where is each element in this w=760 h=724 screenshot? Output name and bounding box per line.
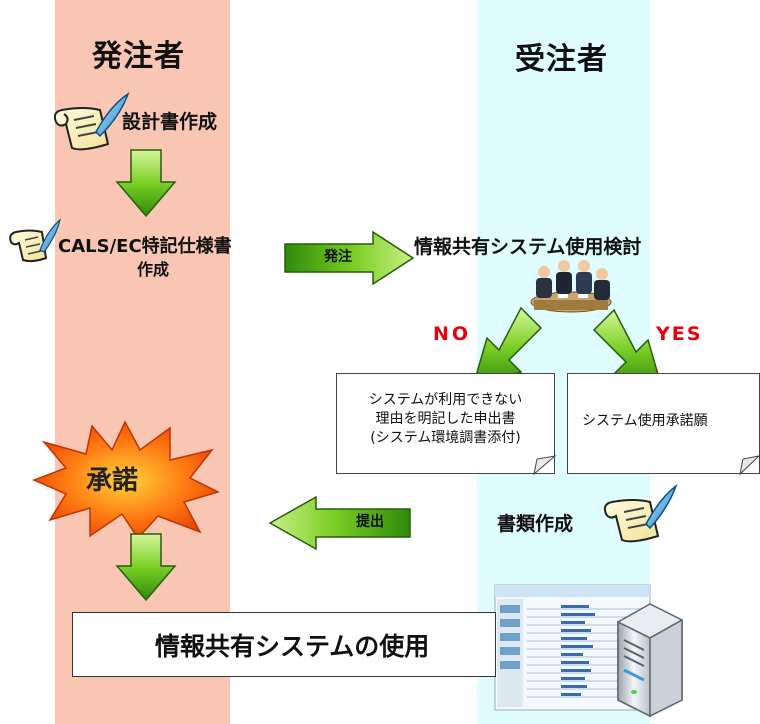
scroll-quill-icon [603, 483, 678, 543]
no-box-line2: 理由を明記した申出書 [375, 411, 516, 427]
client-lane-title: 発注者 [92, 39, 185, 74]
scroll-quill-icon [9, 218, 62, 263]
system-study-label: 情報共有システム使用検討 [414, 236, 642, 258]
down-arrow-1 [115, 149, 177, 218]
cals-spec-label-line2: 作成 [137, 260, 170, 279]
yes-label: YES [656, 323, 703, 345]
server-icon [617, 603, 683, 718]
order-arrow [284, 230, 415, 286]
yes-document-box: システム使用承諾願 [567, 373, 760, 474]
approval-label: 承諾 [86, 466, 139, 496]
order-arrow-label: 発注 [324, 249, 352, 265]
yes-box-text: システム使用承諾願 [582, 413, 708, 429]
cals-spec-label-line1: CALS/EC特記仕様書 [58, 236, 232, 257]
scroll-quill-icon [53, 92, 130, 151]
docs-creation-label: 書類作成 [497, 513, 574, 535]
no-document-box: システムが利用できない 理由を明記した申出書 (システム環境調書添付) [336, 373, 555, 474]
submit-arrow [268, 495, 411, 551]
design-doc-label: 設計書作成 [122, 111, 218, 133]
down-arrow-2 [115, 533, 177, 602]
no-box-line3: (システム環境調書添付) [370, 430, 521, 446]
system-use-box: 情報共有システムの使用 [72, 612, 496, 677]
no-box-line1: システムが利用できない [368, 392, 523, 408]
approval-burst [32, 420, 221, 540]
contractor-lane-title: 受注者 [515, 42, 608, 77]
submit-arrow-label: 提出 [356, 514, 384, 530]
folded-corner [533, 455, 557, 476]
system-use-label: 情報共有システムの使用 [155, 632, 430, 661]
folded-corner [739, 455, 760, 476]
no-label: NO [433, 323, 472, 345]
meeting-people-icon [530, 260, 612, 313]
